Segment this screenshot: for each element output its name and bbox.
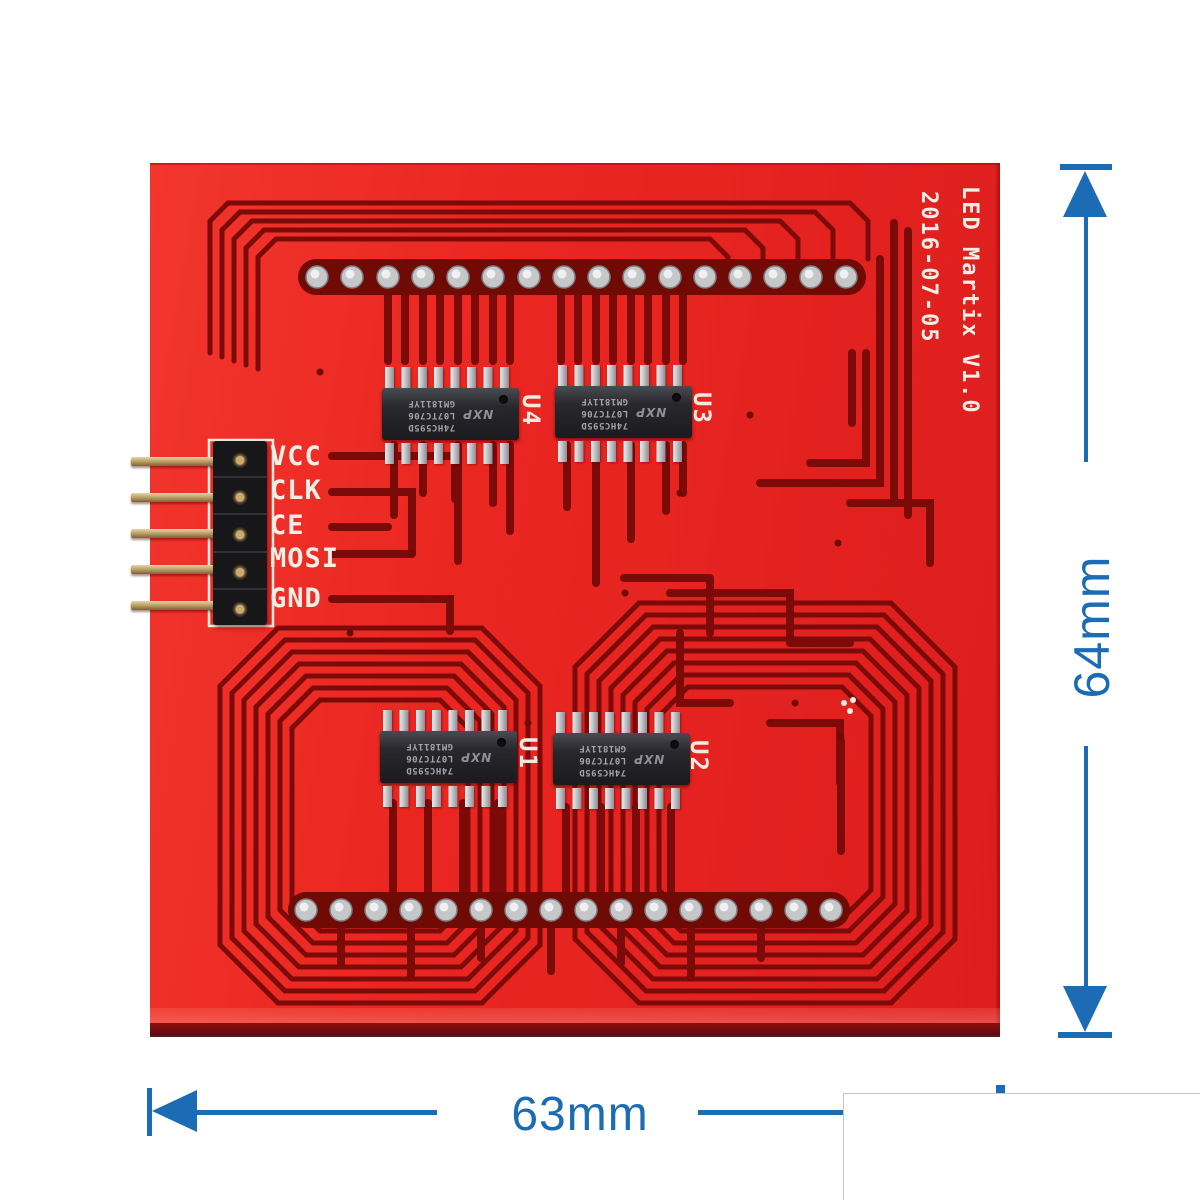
pin-label-clk: CLK xyxy=(270,475,322,506)
dim-height-top-tick xyxy=(1060,164,1112,170)
chip-body: NXP 74HC595D L07TC706 GM1811YF xyxy=(382,388,519,440)
dim-width-left-tick xyxy=(147,1088,152,1136)
chip-pins-top xyxy=(558,365,689,386)
dim-height-bottom-tick xyxy=(1058,1032,1112,1038)
chip-body: NXP 74HC595D L07TC706 GM1811YF xyxy=(553,733,690,785)
top-trace-rings xyxy=(207,200,871,372)
dim-height-line-upper xyxy=(1084,214,1088,462)
pin1-dimple-icon xyxy=(499,395,508,404)
bottom-pad-band xyxy=(288,892,850,928)
chip-marking: 74HC595D L07TC706 GM1811YF xyxy=(580,396,629,430)
chip-pins-bottom xyxy=(558,441,689,462)
silkscreen-title: LED Martix V1.0 xyxy=(957,186,982,415)
chip-pins-bottom xyxy=(556,788,687,809)
chip-marking: 74HC595D L07TC706 GM1811YF xyxy=(407,398,456,432)
pin1-dimple-icon xyxy=(670,740,679,749)
header-socket xyxy=(213,478,267,516)
chip-pins-top xyxy=(385,367,516,388)
chip-pins-bottom xyxy=(385,443,516,464)
header-pin-mosi xyxy=(131,565,215,574)
chip-brand: NXP xyxy=(462,407,494,421)
chip-u1: NXP 74HC595D L07TC706 GM1811YF xyxy=(380,707,517,807)
chip-u2: NXP 74HC595D L07TC706 GM1811YF xyxy=(553,709,690,809)
board-bottom-highlight xyxy=(150,1008,1000,1023)
chip-body: NXP 74HC595D L07TC706 GM1811YF xyxy=(555,386,692,438)
chip-ref-u3: U3 xyxy=(688,392,716,425)
chip-pins-top xyxy=(383,710,514,731)
chip-ref-u2: U2 xyxy=(685,740,713,773)
top-pad-band xyxy=(298,259,866,295)
chip-brand: NXP xyxy=(633,752,665,766)
header-socket xyxy=(213,515,267,553)
chip-brand: NXP xyxy=(460,750,492,764)
pin-label-mosi: MOSI xyxy=(270,543,340,574)
chip-marking: 74HC595D L07TC706 GM1811YF xyxy=(405,741,454,775)
board-bottom-edge xyxy=(150,1023,1000,1037)
dim-height-arrow-up-icon xyxy=(1063,171,1107,217)
chip-body: NXP 74HC595D L07TC706 GM1811YF xyxy=(380,731,517,783)
dim-width-line-right xyxy=(698,1110,843,1115)
silkscreen-dots xyxy=(841,697,856,714)
header-socket xyxy=(213,589,267,626)
dim-width-arrow-left-icon xyxy=(152,1090,197,1132)
corner-cover-box xyxy=(843,1093,1200,1200)
signal-traces xyxy=(328,219,934,979)
dim-width-right-mark xyxy=(996,1085,1005,1093)
pin1-dimple-icon xyxy=(672,393,681,402)
pin-label-ce: CE xyxy=(270,510,305,541)
chip-pins-top xyxy=(556,712,687,733)
header-pin-clk xyxy=(131,493,215,502)
header-pin-ce xyxy=(131,529,215,538)
pin-header-connector xyxy=(213,441,267,626)
chip-u4: NXP 74HC595D L07TC706 GM1811YF xyxy=(382,364,519,464)
chip-brand: NXP xyxy=(635,405,667,419)
coil-bottom-left xyxy=(217,625,543,1006)
silkscreen-date: 2016-07-05 xyxy=(916,191,941,344)
header-socket xyxy=(213,552,267,590)
chip-u3: NXP 74HC595D L07TC706 GM1811YF xyxy=(555,362,692,462)
header-pin-gnd xyxy=(131,601,215,610)
dim-height-arrow-down-icon xyxy=(1063,986,1107,1032)
chip-ref-u4: U4 xyxy=(517,394,545,427)
chip-ref-u1: U1 xyxy=(514,737,542,770)
pin-label-vcc: VCC xyxy=(270,441,322,472)
chip-marking: 74HC595D L07TC706 GM1811YF xyxy=(578,743,627,777)
pin-label-gnd: GND xyxy=(270,583,322,614)
dim-height-label: 64mm xyxy=(1064,555,1120,699)
dim-height-line-lower xyxy=(1084,746,1088,988)
via-dots xyxy=(316,368,845,741)
pin1-dimple-icon xyxy=(497,738,506,747)
dim-width-line-left xyxy=(197,1110,437,1115)
dim-width-label: 63mm xyxy=(511,1088,649,1141)
chip-pins-bottom xyxy=(383,786,514,807)
header-socket xyxy=(213,441,267,479)
header-pin-vcc xyxy=(131,457,215,466)
